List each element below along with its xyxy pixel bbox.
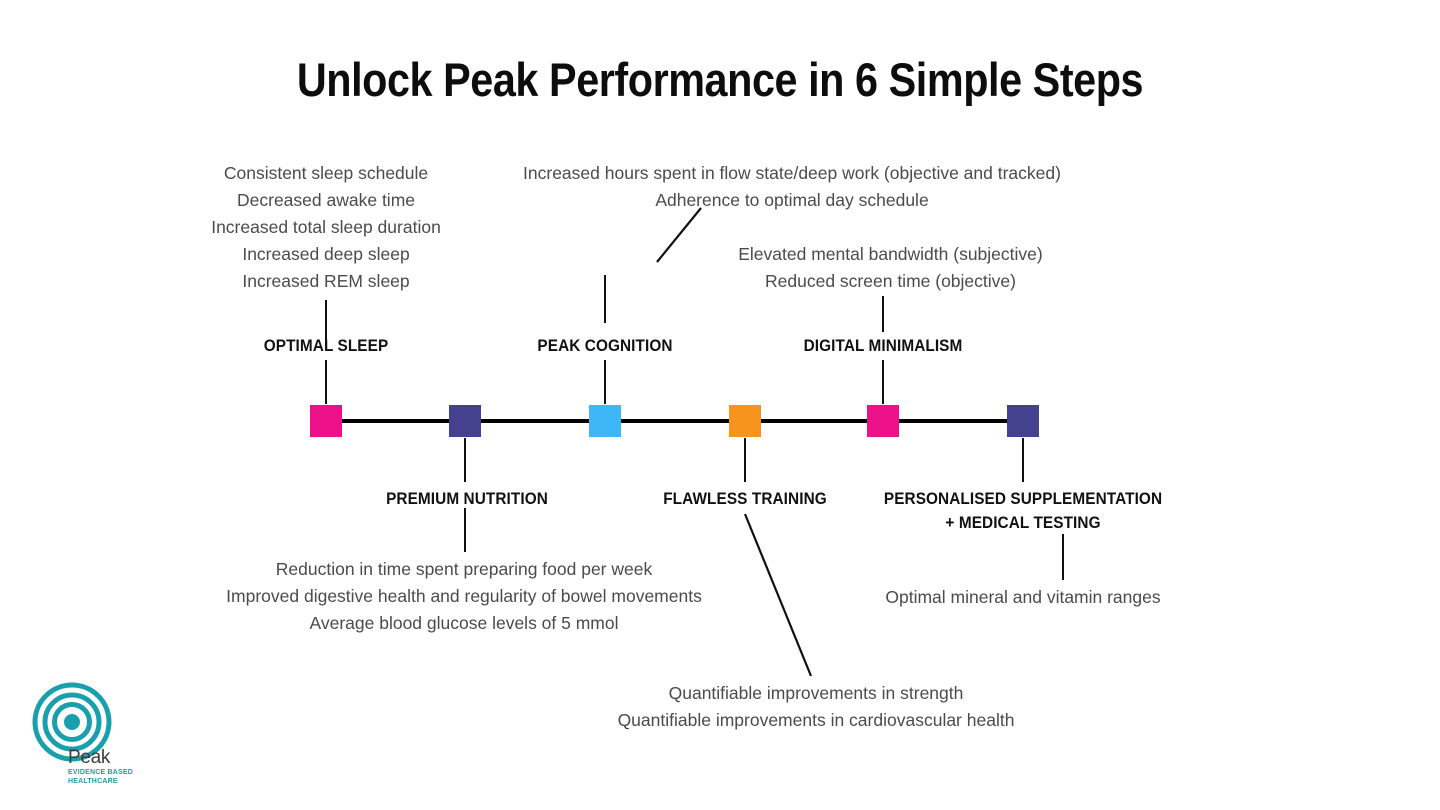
step-label-optimal-sleep[interactable]: OPTIMAL SLEEP	[263, 337, 389, 355]
outcome-line: Increased total sleep duration	[211, 217, 441, 237]
timeline-marker-peak-cognition[interactable]	[589, 405, 621, 437]
connector-step3-lower	[604, 360, 606, 404]
outcomes-personalised-supplementation: Optimal mineral and vitamin ranges	[863, 584, 1183, 611]
connector-step1-lower	[325, 360, 327, 404]
outcomes-peak-cognition: Increased hours spent in flow state/deep…	[492, 160, 1092, 214]
step-label-peak-cognition[interactable]: PEAK COGNITION	[537, 337, 673, 355]
outcome-line: Average blood glucose levels of 5 mmol	[309, 613, 619, 633]
outcome-line: Optimal mineral and vitamin ranges	[885, 587, 1161, 607]
step-label-flawless-training[interactable]: FLAWLESS TRAINING	[663, 490, 827, 508]
connector-step1-upper	[325, 300, 327, 346]
step-label-digital-minimalism[interactable]: DIGITAL MINIMALISM	[803, 337, 963, 355]
outcome-line: Decreased awake time	[237, 190, 415, 210]
outcome-line: Consistent sleep schedule	[223, 163, 429, 183]
connector-step2-lower	[464, 508, 466, 552]
connector-step4-upper	[744, 438, 746, 482]
outcome-line: Adherence to optimal day schedule	[655, 190, 929, 210]
outcome-line: Quantifiable improvements in strength	[668, 683, 964, 703]
outcomes-flawless-training: Quantifiable improvements in strength Qu…	[573, 680, 1059, 734]
concentric-rings-icon	[32, 682, 112, 762]
connector-step5-upper	[882, 296, 884, 332]
timeline-marker-digital-minimalism[interactable]	[867, 405, 899, 437]
outcome-line: Improved digestive health and regularity…	[226, 586, 702, 606]
timeline-marker-personalised-supplementation[interactable]	[1007, 405, 1039, 437]
outcome-line: Quantifiable improvements in cardiovascu…	[617, 710, 1015, 730]
outcome-line: Reduced screen time (objective)	[765, 271, 1016, 291]
connector-step6-lower	[1062, 534, 1064, 580]
timeline-axis	[326, 419, 1023, 423]
step-label-premium-nutrition[interactable]: PREMIUM NUTRITION	[386, 490, 548, 508]
timeline-marker-flawless-training[interactable]	[729, 405, 761, 437]
outcome-line: Increased REM sleep	[242, 271, 410, 291]
timeline-marker-optimal-sleep[interactable]	[310, 405, 342, 437]
connector-step2-upper	[464, 438, 466, 482]
logo-wordmark: Peak EVIDENCE BASED HEALTHCARE	[68, 748, 158, 786]
timeline-marker-premium-nutrition[interactable]	[449, 405, 481, 437]
connector-step3-upper	[604, 275, 606, 323]
outcomes-optimal-sleep: Consistent sleep schedule Decreased awak…	[126, 160, 526, 295]
logo-name: Peak	[68, 747, 111, 768]
logo-tagline: EVIDENCE BASED HEALTHCARE	[68, 769, 134, 785]
outcome-line: Increased hours spent in flow state/deep…	[523, 163, 1061, 183]
outcomes-premium-nutrition: Reduction in time spent preparing food p…	[164, 556, 764, 637]
page-title: Unlock Peak Performance in 6 Simple Step…	[296, 53, 1144, 106]
outcome-line: Increased deep sleep	[242, 244, 410, 264]
outcome-line: Reduction in time spent preparing food p…	[275, 559, 653, 579]
outcomes-digital-minimalism: Elevated mental bandwidth (subjective) R…	[683, 241, 1098, 295]
outcome-line: Elevated mental bandwidth (subjective)	[738, 244, 1043, 264]
brand-logo	[28, 682, 148, 784]
step-label-personalised-supplementation[interactable]: PERSONALISED SUPPLEMENTATION + MEDICAL T…	[883, 490, 1163, 532]
connector-step5-lower	[882, 360, 884, 404]
connector-step6-upper	[1022, 438, 1024, 482]
